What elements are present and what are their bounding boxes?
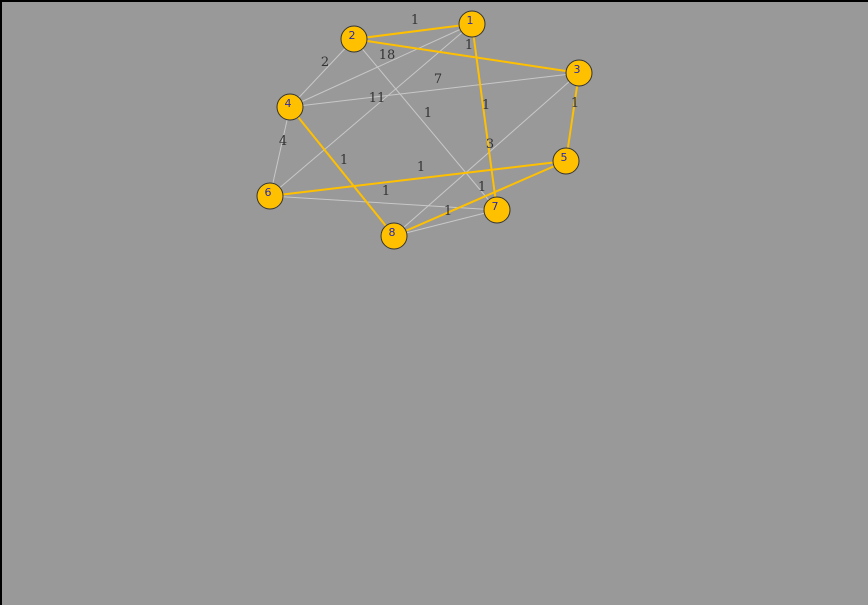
edge-weight-label-8-5: 1 [444,204,452,219]
graph-node-circle[interactable] [340,25,368,53]
edge-weight-label-4-3: 7 [434,72,442,87]
graph-node-circle[interactable] [380,222,408,250]
edge-weight-label-6-5: 1 [417,160,425,175]
graph-node-label: 4 [285,97,292,110]
graph-node-7[interactable]: 7 [483,196,511,224]
edge-weight-label-2-4: 2 [321,55,329,70]
graph-node-5[interactable]: 5 [552,147,580,175]
edge-2-7[interactable] [353,38,498,211]
graph-node-8[interactable]: 8 [380,222,408,250]
edge-4-6[interactable] [269,106,291,197]
graph-node-circle[interactable] [458,10,486,38]
graph-node-2[interactable]: 2 [340,25,368,53]
edge-weight-label-4-6: 4 [279,134,287,149]
edge-3-5[interactable] [565,72,580,162]
graph-node-circle[interactable] [552,147,580,175]
graph-node-circle[interactable] [256,182,284,210]
graph-node-circle[interactable] [276,93,304,121]
edge-weight-label-2-1: 1 [411,13,419,28]
graph-node-label: 7 [492,200,499,213]
edge-2-1[interactable] [353,23,473,40]
edge-8-5[interactable] [393,160,567,237]
edge-weight-label-4-8: 1 [340,153,348,168]
nodes-layer: 1 2 3 4 5 6 7 8 [256,10,593,250]
graph-node-label: 5 [561,151,568,164]
graph-node-label: 6 [265,186,272,199]
edges-layer [269,23,580,237]
edge-weight-label-6-1: 11 [369,91,386,106]
graph-node-label: 3 [574,63,581,76]
graph-node-1[interactable]: 1 [458,10,486,38]
edge-weight-label-2-3: 18 [379,48,396,63]
edge-4-1[interactable] [289,23,473,108]
graph-node-label: 2 [349,29,356,42]
graph-node-3[interactable]: 3 [565,59,593,87]
edge-weight-label-1-7: 1 [482,98,490,113]
edge-4-8[interactable] [289,106,395,237]
edge-2-3[interactable] [353,38,580,74]
edge-8-3[interactable] [393,72,580,237]
edge-6-5[interactable] [269,160,567,197]
graph-node-label: 1 [467,14,474,27]
edge-weight-label-4-1: 1 [465,38,473,53]
edge-weight-label-8-3: 3 [486,137,494,152]
graph-node-4[interactable]: 4 [276,93,304,121]
edge-8-7[interactable] [393,209,498,237]
edge-weight-label-8-7: 1 [478,180,486,195]
edge-weight-label-3-5: 1 [571,96,579,111]
edge-4-3[interactable] [289,72,580,108]
graph-node-circle[interactable] [483,196,511,224]
edge-1-7[interactable] [471,23,498,211]
graph-node-label: 8 [389,226,396,239]
graph-node-circle[interactable] [565,59,593,87]
graph-node-6[interactable]: 6 [256,182,284,210]
edge-weight-label-2-7: 1 [424,106,432,121]
edge-weight-label-6-7: 1 [382,184,390,199]
edge-2-4[interactable] [289,38,355,108]
